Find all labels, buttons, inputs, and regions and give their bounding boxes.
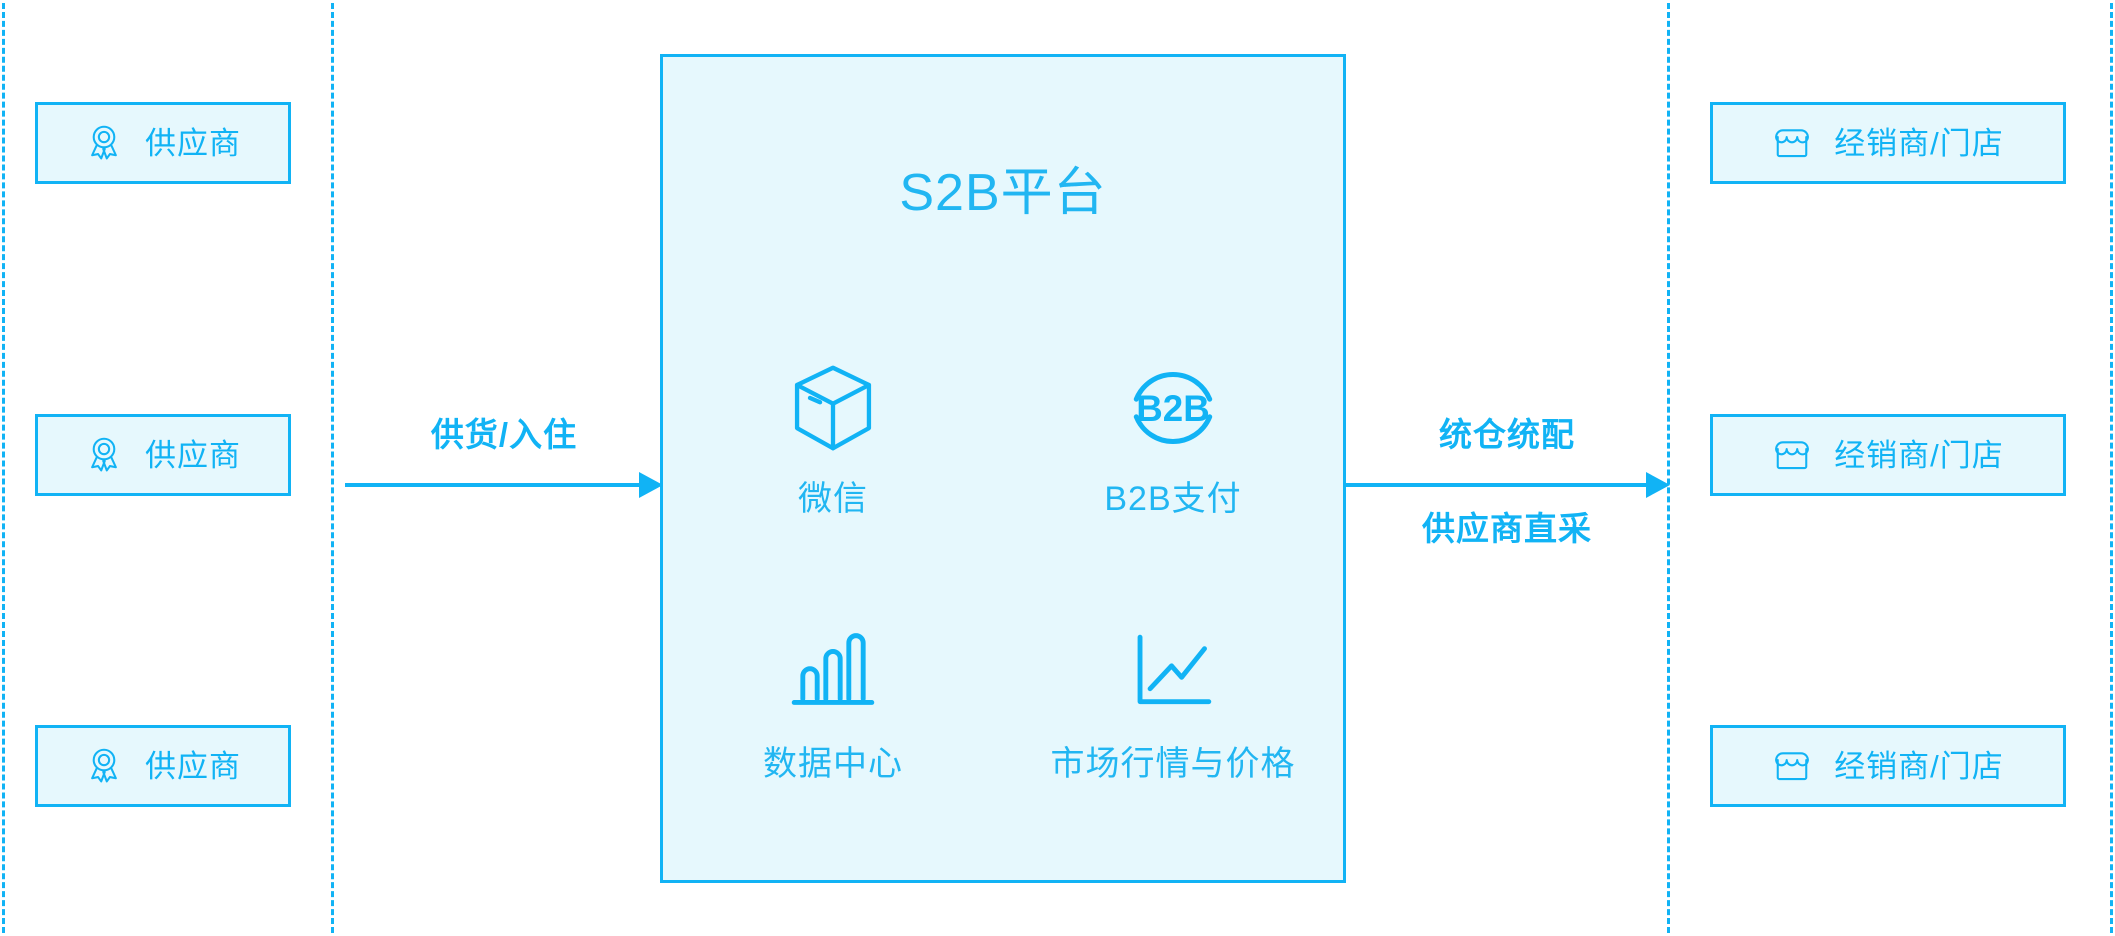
feature-label: 市场行情与价格 bbox=[1050, 744, 1296, 783]
platform-feature-grid: 微信 B2B B2B支付 bbox=[663, 305, 1343, 835]
platform-title: S2B平台 bbox=[899, 164, 1107, 222]
supplier-box[interactable]: 供应商 bbox=[35, 725, 291, 807]
dealer-box[interactable]: 经销商/门店 bbox=[1710, 725, 2066, 807]
outbound-flow-caption-above: 统仓统配 bbox=[1439, 416, 1575, 453]
dealer-label: 经销商/门店 bbox=[1834, 437, 2004, 473]
supplier-label: 供应商 bbox=[145, 437, 241, 473]
b2b-circle-icon: B2B bbox=[1125, 360, 1221, 456]
feature-market-price[interactable]: 市场行情与价格 bbox=[1051, 625, 1296, 781]
svg-text:B2B: B2B bbox=[1136, 388, 1209, 429]
dealers-zone bbox=[1667, 0, 2113, 936]
dealer-label: 经销商/门店 bbox=[1834, 125, 2004, 161]
feature-label: B2B支付 bbox=[1104, 479, 1242, 518]
award-ribbon-icon bbox=[85, 122, 123, 165]
dealer-label: 经销商/门店 bbox=[1834, 748, 2004, 784]
line-chart-icon bbox=[1127, 625, 1219, 721]
award-ribbon-icon bbox=[85, 434, 123, 477]
feature-b2b-payment[interactable]: B2B B2B支付 bbox=[1104, 360, 1241, 516]
feature-data-center[interactable]: 数据中心 bbox=[763, 625, 903, 781]
outbound-flow: 统仓统配 供应商直采 bbox=[1344, 390, 1670, 620]
supplier-label: 供应商 bbox=[145, 125, 241, 161]
bar-chart-icon bbox=[787, 625, 879, 721]
outbound-flow-caption-below: 供应商直采 bbox=[1422, 510, 1592, 547]
b2b-circle-glyph: B2B bbox=[1133, 371, 1213, 444]
dealer-box[interactable]: 经销商/门店 bbox=[1710, 414, 2066, 496]
feature-label: 微信 bbox=[798, 479, 868, 518]
storefront-icon bbox=[1772, 122, 1812, 165]
supplier-box[interactable]: 供应商 bbox=[35, 414, 291, 496]
s2b-platform-panel: S2B平台 微信 B2B bbox=[660, 54, 1346, 883]
feature-label: 数据中心 bbox=[763, 744, 903, 783]
dealer-box[interactable]: 经销商/门店 bbox=[1710, 102, 2066, 184]
suppliers-zone bbox=[2, 0, 334, 936]
award-ribbon-icon bbox=[85, 745, 123, 788]
package-box-icon bbox=[789, 360, 877, 456]
supplier-box[interactable]: 供应商 bbox=[35, 102, 291, 184]
supplier-label: 供应商 bbox=[145, 748, 241, 784]
storefront-icon bbox=[1772, 745, 1812, 788]
arrow-right-icon bbox=[1344, 472, 1670, 498]
inbound-flow: 供货/入住 bbox=[345, 390, 663, 550]
arrow-right-icon bbox=[345, 472, 663, 498]
feature-wechat[interactable]: 微信 bbox=[789, 360, 877, 516]
storefront-icon bbox=[1772, 434, 1812, 477]
inbound-flow-caption: 供货/入住 bbox=[430, 416, 578, 453]
